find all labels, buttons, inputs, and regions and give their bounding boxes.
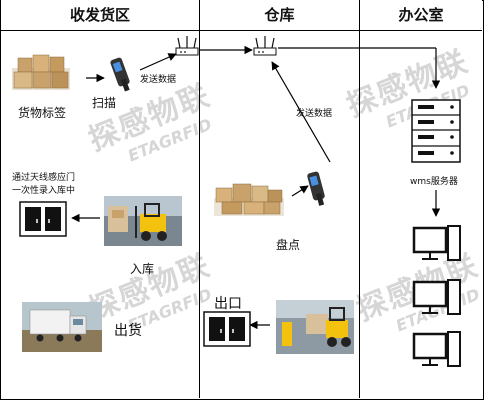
gate-note-line1: 通过天线感应门 bbox=[12, 173, 76, 183]
desktop-computer-icon bbox=[412, 279, 461, 315]
rfid-reader-antenna-icon bbox=[253, 36, 277, 56]
send-data-label: 发送数据 bbox=[296, 109, 333, 119]
wms-server-label: wms服务器 bbox=[410, 177, 458, 187]
pallet-boxes-icon bbox=[214, 183, 284, 216]
forklift-outbound-photo bbox=[276, 300, 354, 354]
gate-note-line2: 一次性录入库中 bbox=[12, 186, 76, 196]
inbound-label: 入库 bbox=[130, 262, 155, 276]
wms-server-icon bbox=[411, 99, 461, 163]
desktop-computer-icon bbox=[412, 331, 461, 367]
send-data-label: 发送数据 bbox=[140, 75, 177, 85]
forklift-inbound-photo bbox=[104, 196, 182, 246]
arrow bbox=[291, 185, 309, 197]
column-divider bbox=[199, 0, 200, 398]
delivery-truck-photo bbox=[22, 302, 102, 352]
rfid-gate-door-icon bbox=[19, 201, 67, 237]
column-header-office: 办公室 bbox=[360, 0, 482, 31]
handheld-scanner-icon bbox=[110, 57, 130, 92]
arrow bbox=[271, 61, 331, 163]
cargo-boxes-icon bbox=[12, 54, 70, 90]
inventory-check-label: 盘点 bbox=[276, 238, 301, 252]
cargo-tag-label: 货物标签 bbox=[18, 106, 67, 120]
exit-gate-door-icon bbox=[203, 311, 251, 347]
exit-label: 出口 bbox=[214, 296, 242, 312]
column-divider bbox=[359, 0, 360, 398]
column-header-receiving: 收发货区 bbox=[1, 0, 199, 31]
rfid-reader-antenna-icon bbox=[175, 36, 199, 56]
desktop-computer-icon bbox=[412, 225, 461, 261]
shipping-label: 出货 bbox=[114, 323, 142, 339]
column-header-warehouse: 仓库 bbox=[200, 0, 359, 31]
scan-label: 扫描 bbox=[92, 96, 117, 110]
arrow bbox=[139, 53, 177, 71]
handheld-scanner-icon bbox=[307, 171, 325, 206]
